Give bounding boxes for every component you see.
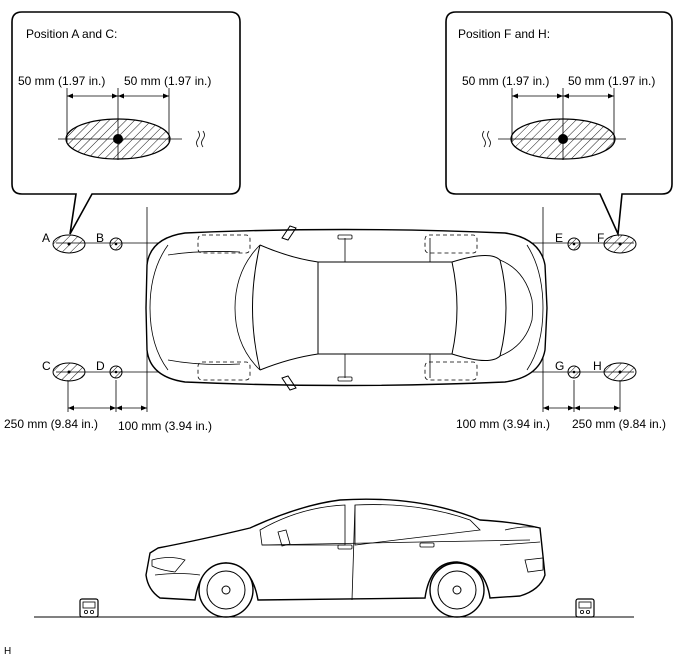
marker-b: B <box>96 231 123 251</box>
dim-right-outer: 250 mm (9.84 in.) <box>572 417 666 431</box>
label-e: E <box>555 231 563 245</box>
front-wheel <box>198 562 254 618</box>
label-c: C <box>42 359 51 373</box>
callout-left-center-point <box>113 134 123 144</box>
rear-wheel <box>429 562 485 618</box>
marker-g: G <box>555 359 581 379</box>
callout-left-title: Position A and C: <box>26 27 117 41</box>
dim-left-inner: 100 mm (3.94 in.) <box>118 419 212 433</box>
callout-right-dim-left: 50 mm (1.97 in.) <box>462 74 549 88</box>
callout-right-title: Position F and H: <box>458 27 550 41</box>
label-d: D <box>96 359 105 373</box>
marker-a: A <box>42 231 86 254</box>
label-a: A <box>42 231 50 245</box>
label-g: G <box>555 359 564 373</box>
bottom-dimension-arrows <box>68 405 620 411</box>
callout-left-dim-left: 50 mm (1.97 in.) <box>18 74 105 88</box>
callout-position-a-c: Position A and C: 50 mm (1.97 in.) 50 mm… <box>11 11 241 235</box>
label-b: B <box>96 231 104 245</box>
callout-right-dim-right: 50 mm (1.97 in.) <box>568 74 655 88</box>
callout-left-dim-right: 50 mm (1.97 in.) <box>124 74 211 88</box>
dim-left-outer: 250 mm (9.84 in.) <box>4 417 98 431</box>
marker-h: H <box>593 359 637 382</box>
heat-wave-icon <box>482 130 491 148</box>
heat-wave-icon <box>196 130 205 148</box>
marker-d: D <box>96 359 123 379</box>
label-h: H <box>593 359 602 373</box>
car-top-view <box>145 225 548 391</box>
radar-target-icon <box>79 598 99 618</box>
marker-e: E <box>555 231 581 251</box>
radar-target-icon <box>575 598 595 618</box>
dim-right-inner: 100 mm (3.94 in.) <box>456 417 550 431</box>
marker-c: C <box>42 359 86 382</box>
marker-f: F <box>597 231 637 254</box>
label-f: F <box>597 231 604 245</box>
callout-position-f-h: Position F and H: 50 mm (1.97 in.) 50 mm… <box>445 11 673 238</box>
figure-code: H <box>4 646 11 657</box>
callout-right-center-point <box>558 134 568 144</box>
